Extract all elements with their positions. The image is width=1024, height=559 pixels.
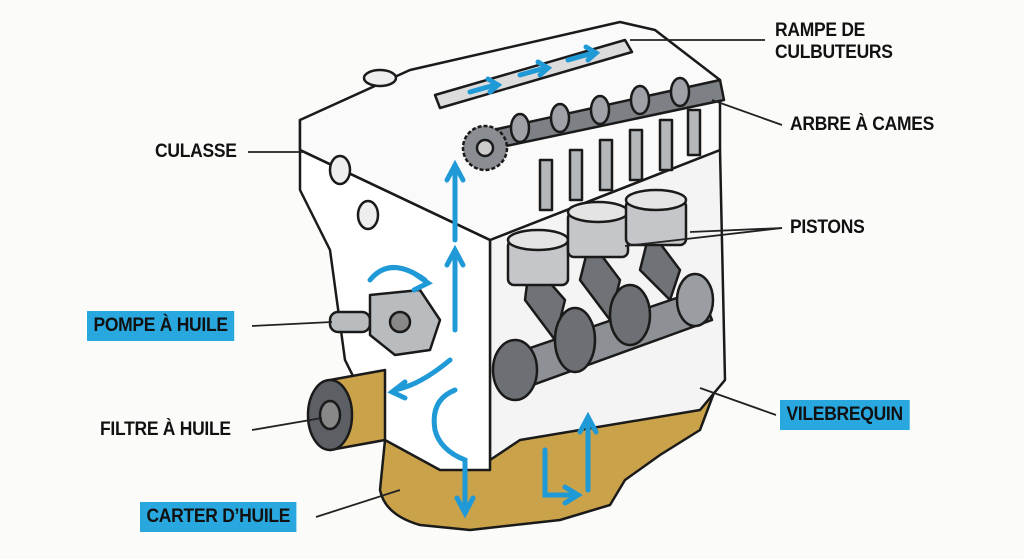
crankshaft: [491, 272, 715, 402]
label-oil-pump: POMPE À HUILE: [87, 311, 235, 341]
label-cylinder-head: CULASSE: [155, 141, 237, 162]
label-rocker-rail: RAMPE DE CULBUTEURS: [775, 20, 893, 64]
label-camshaft: ARBRE À CAMES: [790, 114, 935, 135]
label-crankshaft: VILEBREQUIN: [780, 400, 910, 430]
pistons: [506, 188, 688, 342]
label-oil-filter: FILTRE À HUILE: [100, 419, 231, 440]
label-pistons: PISTONS: [790, 217, 865, 238]
oil-flow-arrows: [367, 44, 601, 519]
label-rocker-rail-line1: RAMPE DE: [775, 20, 866, 41]
label-rocker-rail-line2: CULBUTEURS: [775, 42, 893, 63]
label-oil-pan: CARTER D’HUILE: [140, 502, 297, 532]
leader-lines: [248, 39, 783, 518]
oil-pump: [328, 288, 442, 357]
oil-filter: [306, 368, 387, 452]
